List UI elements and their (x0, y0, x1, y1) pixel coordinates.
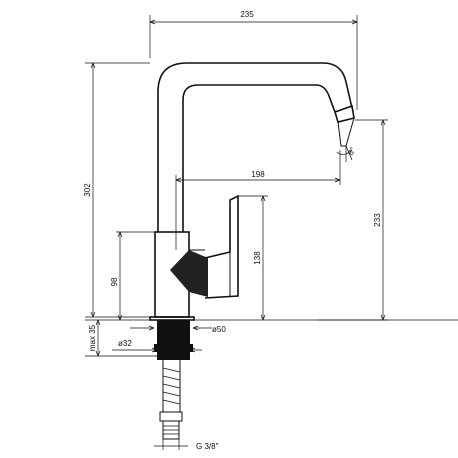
dimension-lines (85, 15, 458, 450)
base-plate (149, 316, 195, 321)
dim-spout-reach: 198 (251, 170, 265, 179)
hose-connector (159, 411, 183, 422)
lever-mechanism (170, 250, 208, 297)
dim-overall-width: 235 (240, 10, 254, 19)
mounting-shank (157, 320, 190, 360)
mounting-nut (154, 344, 193, 352)
dim-body-height: 98 (110, 277, 119, 286)
hose-end-thread (163, 425, 179, 435)
lever-handle (204, 194, 239, 299)
dim-connection-thread: G 3/8" (196, 442, 219, 451)
dim-mount-diameter: ø50 (212, 325, 226, 334)
spout-tip (334, 104, 355, 123)
dim-max-thickness: max 35 (88, 324, 97, 351)
spout-inner-line (182, 84, 336, 232)
dim-spout-angle: 8° (346, 146, 358, 157)
hose-braid-marks (162, 367, 181, 405)
dim-total-height: 302 (83, 183, 92, 197)
spout-aerator (337, 117, 355, 147)
dim-lever-height: 138 (253, 251, 262, 265)
dim-hole-diameter: ø32 (118, 339, 132, 348)
dim-spout-height: 233 (373, 213, 382, 227)
spout-outer-line (157, 62, 353, 232)
faucet-outline (149, 62, 355, 440)
